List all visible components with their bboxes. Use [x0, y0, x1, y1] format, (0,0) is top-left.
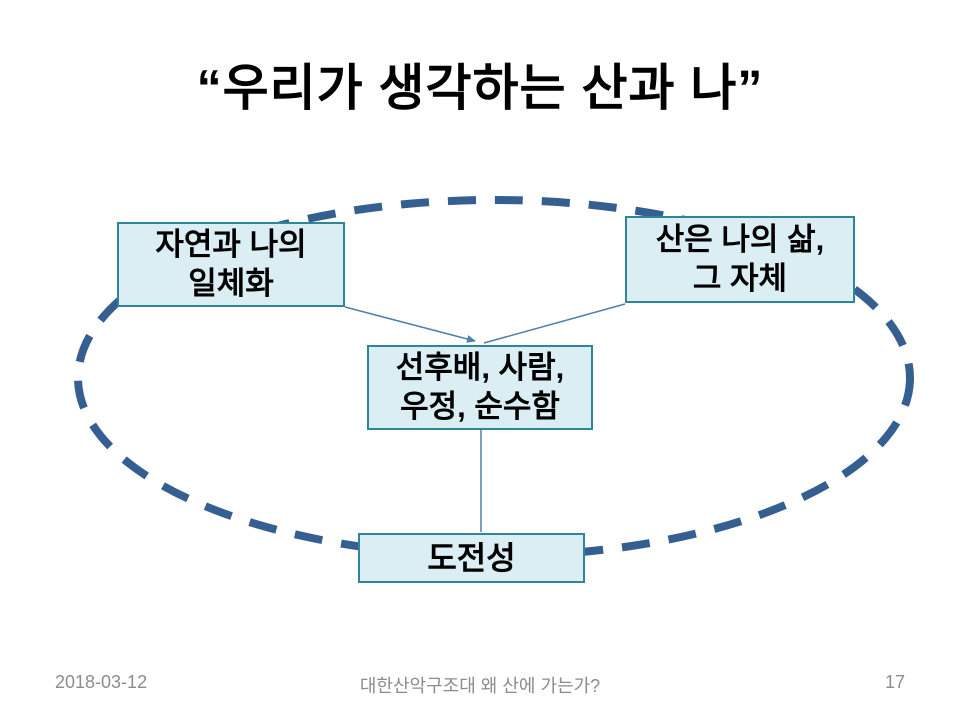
connector-right-to-center	[483, 303, 626, 344]
node-top-left: 자연과 나의 일체화	[117, 222, 345, 307]
connector-left-to-center	[344, 306, 476, 343]
footer-date: 2018-03-12	[55, 672, 148, 692]
footer-title: 대한산악구조대 왜 산에 가는가?	[359, 676, 601, 696]
node-center: 선후배, 사람, 우정, 순수함	[367, 345, 593, 430]
footer-page-number: 17	[884, 672, 905, 692]
node-bottom: 도전성	[358, 533, 585, 583]
node-top-right: 산은 나의 삶, 그 자체	[625, 216, 855, 303]
slide-footer: 2018-03-12 대한산악구조대 왜 산에 가는가? 17	[0, 672, 960, 702]
page-title: “우리가 생각하는 산과 나”	[196, 60, 764, 116]
